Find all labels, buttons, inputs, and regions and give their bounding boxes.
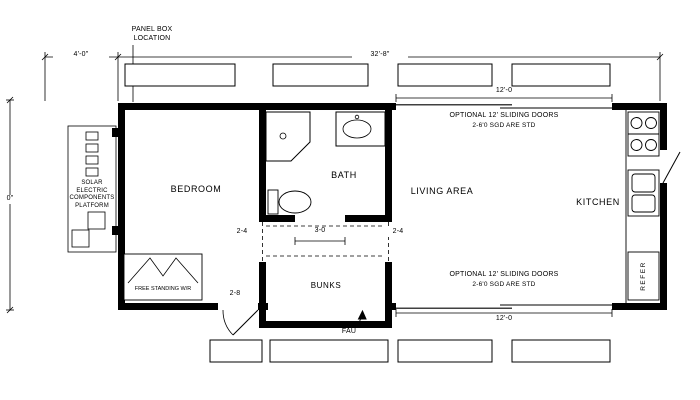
dim-platform-width: 4'-0" <box>53 51 109 60</box>
kitchen-label: KITCHEN <box>576 197 620 207</box>
sliding-doors-top-note-2: 2-6'0 SGD ARE STD <box>472 122 536 129</box>
solar-platform <box>67 125 117 253</box>
wardrobe <box>123 253 203 301</box>
bedroom-label: BEDROOM <box>170 184 222 194</box>
shower <box>265 111 311 162</box>
fau-arrow <box>356 309 367 328</box>
dim-left-height: 0" <box>1 195 19 204</box>
sliding-doors <box>396 103 612 310</box>
bath-sink <box>335 111 386 147</box>
wall-piers <box>112 128 118 235</box>
kitchen-sink <box>627 169 660 217</box>
dim-opening-left: 2-4 <box>236 228 248 235</box>
awning-outlines <box>124 63 611 363</box>
sliding-doors-top-note-1: OPTIONAL 12' SLIDING DOORS <box>449 112 559 119</box>
wardrobe-label: FREE STANDING W/R <box>134 286 192 292</box>
dashed-openings <box>262 222 389 262</box>
dim-overall-length: 32'-8" <box>352 51 408 60</box>
kitchen-entry-door <box>662 151 681 184</box>
dim-entry-door: 2-8 <box>220 290 250 299</box>
interior-walls <box>259 110 392 328</box>
bunks-label: BUNKS <box>310 281 342 290</box>
fau-label: FAU <box>341 328 357 335</box>
bath-label: BATH <box>331 170 357 180</box>
living-area-label: LIVING AREA <box>410 186 474 196</box>
solar-platform-label: SOLAR ELECTRIC COMPONENTS PLATFORM <box>69 180 115 209</box>
sliding-doors-bottom-note-2: 2-6'0 SGD ARE STD <box>472 281 536 288</box>
sliding-doors-bottom-note-1: OPTIONAL 12' SLIDING DOORS <box>449 271 559 278</box>
dim-bath-door: 3-0 <box>302 227 338 236</box>
toilet <box>267 189 312 215</box>
dim-opening-right: 2-4 <box>384 228 412 237</box>
dim-sliding-top: 12'-0 <box>495 87 513 94</box>
refrigerator-box <box>627 251 660 301</box>
stove <box>627 111 660 157</box>
panel-box-label: PANEL BOX LOCATION <box>131 26 173 42</box>
dim-sliding-bottom: 12'-0 <box>495 315 513 322</box>
refrigerator-label: REFER <box>639 261 647 291</box>
bedroom-door <box>222 309 259 336</box>
